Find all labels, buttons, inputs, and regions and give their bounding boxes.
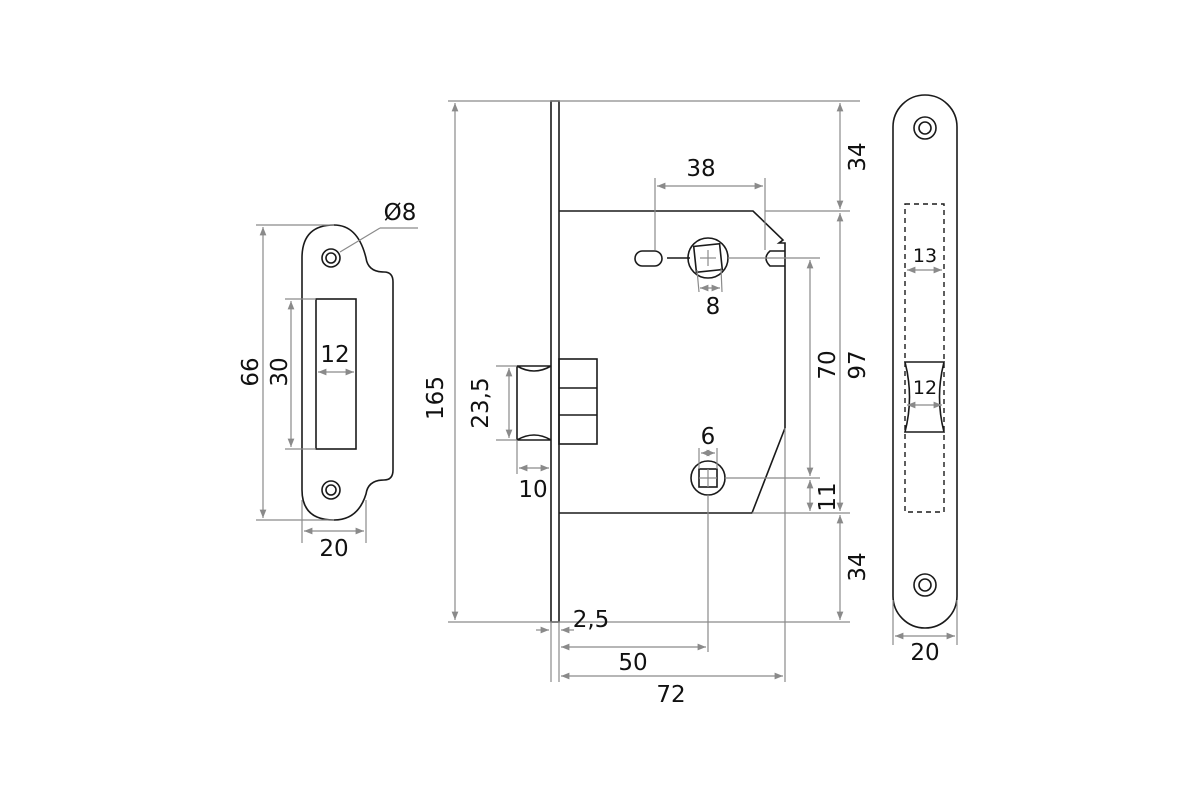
strike-hole-bottom [321,480,341,500]
dim-latch-projection: 10 [518,477,547,503]
dim-opening-height: 30 [267,357,293,386]
dim-strike-height: 66 [238,357,264,386]
latch-opening [903,361,946,433]
dim-strike-width: 20 [319,536,348,562]
strike-opening [315,298,357,450]
spindle-square [692,242,724,274]
dim-body-depth: 72 [656,682,685,708]
strike-plate: Ø8 66 30 12 20 [238,200,418,562]
dim-faceplate-thickness: 2,5 [573,607,610,633]
faceplate-front: 13 12 20 [892,94,958,666]
dim-backset: 50 [618,650,647,676]
strike-hole-bottom-inner [325,484,337,496]
strike-hole-top-inner [325,252,337,264]
dim-latch-height: 23,5 [468,377,494,428]
lock-case [559,210,786,514]
dim-body-height: 97 [845,350,871,379]
latch-bolt [516,365,552,441]
dim-center-distance: 70 [815,350,841,379]
dim-total-height: 165 [423,376,449,420]
dim-hole-diameter: Ø8 [384,200,417,226]
dim-bolt-square: 6 [701,424,716,450]
dim-case-width: 13 [913,245,937,267]
faceplate-outline [892,94,958,629]
dim-lower-offset: 11 [815,482,841,511]
faceplate-hole-top [913,116,937,140]
dim-faceplate-width: 20 [910,640,939,666]
screw-slot-left [634,250,663,267]
strike-hole-top [321,248,341,268]
case-outline-hidden [904,203,945,513]
dim-bottom-offset: 34 [845,552,871,581]
latch-block [558,358,598,445]
lock-faceplate [550,100,560,623]
lock-body: 165 34 97 34 70 11 38 8 6 23,5 10 2,5 [423,100,871,708]
dim-screw-spacing: 38 [686,156,715,182]
strike-plate-outline [301,224,394,521]
dim-opening-width: 12 [320,342,349,368]
faceplate-hole-bottom [913,573,937,597]
dim-latch-width: 12 [913,377,937,399]
dim-top-offset: 34 [845,142,871,171]
dim-spindle-square: 8 [706,294,721,320]
